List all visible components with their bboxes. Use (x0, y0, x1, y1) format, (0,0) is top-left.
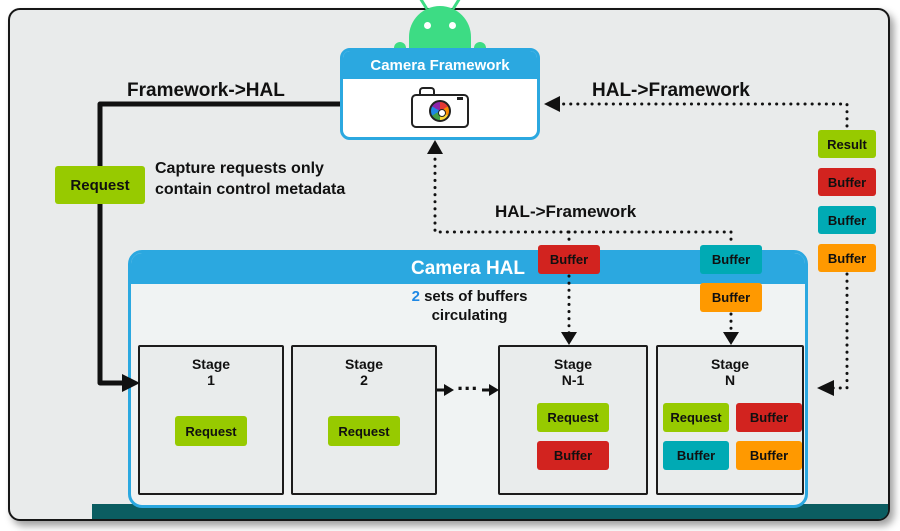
buffer-chip-mid-orange: Buffer (700, 283, 762, 312)
stage-n1-buffer-chip: Buffer (537, 441, 609, 470)
camera-shutter-icon (409, 86, 471, 130)
stage-n-buffer-chip-orange: Buffer (736, 441, 802, 470)
buffer-chip-mid-red: Buffer (538, 245, 600, 274)
buffer-sets-count: 2 (411, 288, 420, 305)
stage-1-title: Stage (191, 356, 231, 372)
stage-n-buffer-chip-teal: Buffer (663, 441, 729, 470)
result-chip: Result (818, 130, 876, 158)
camera-framework-body (343, 79, 537, 137)
buffer-chip-right-orange: Buffer (818, 244, 876, 272)
hal-to-framework-mid-label: HAL->Framework (495, 202, 637, 221)
buffer-chip-right-red: Buffer (818, 168, 876, 196)
buffer-chip-mid-teal: Buffer (700, 245, 762, 274)
framework-to-hal-label: Framework->HAL (127, 80, 285, 101)
android-eye-left (424, 22, 431, 29)
stage-n-buffer-chip-red: Buffer (736, 403, 802, 432)
buffer-chip-right-teal: Buffer (818, 206, 876, 234)
capture-note-line2: contain control metadata (155, 181, 346, 198)
capture-note: Capture requests only contain control me… (155, 158, 345, 200)
stage-1-request-chip: Request (175, 416, 247, 446)
camera-framework-box: Camera Framework (340, 48, 540, 140)
stage-n-request-chip: Request (663, 403, 729, 432)
stage-ellipsis: ... (457, 370, 479, 395)
request-chip: Request (55, 166, 145, 204)
stage-n-title: Stage (710, 356, 750, 372)
stage-2-request-chip: Request (328, 416, 400, 446)
camera-framework-title: Camera Framework (343, 51, 537, 79)
stage-n1-title: Stage (553, 356, 593, 372)
buffer-sets-note: 2 sets of buffers circulating (411, 288, 528, 324)
capture-note-line1: Capture requests only (155, 160, 324, 177)
stage-n1-request-chip: Request (537, 403, 609, 432)
android-eye-right (449, 22, 456, 29)
stage-2-title: Stage (344, 356, 384, 372)
hal-to-framework-top-label: HAL->Framework (592, 80, 750, 101)
